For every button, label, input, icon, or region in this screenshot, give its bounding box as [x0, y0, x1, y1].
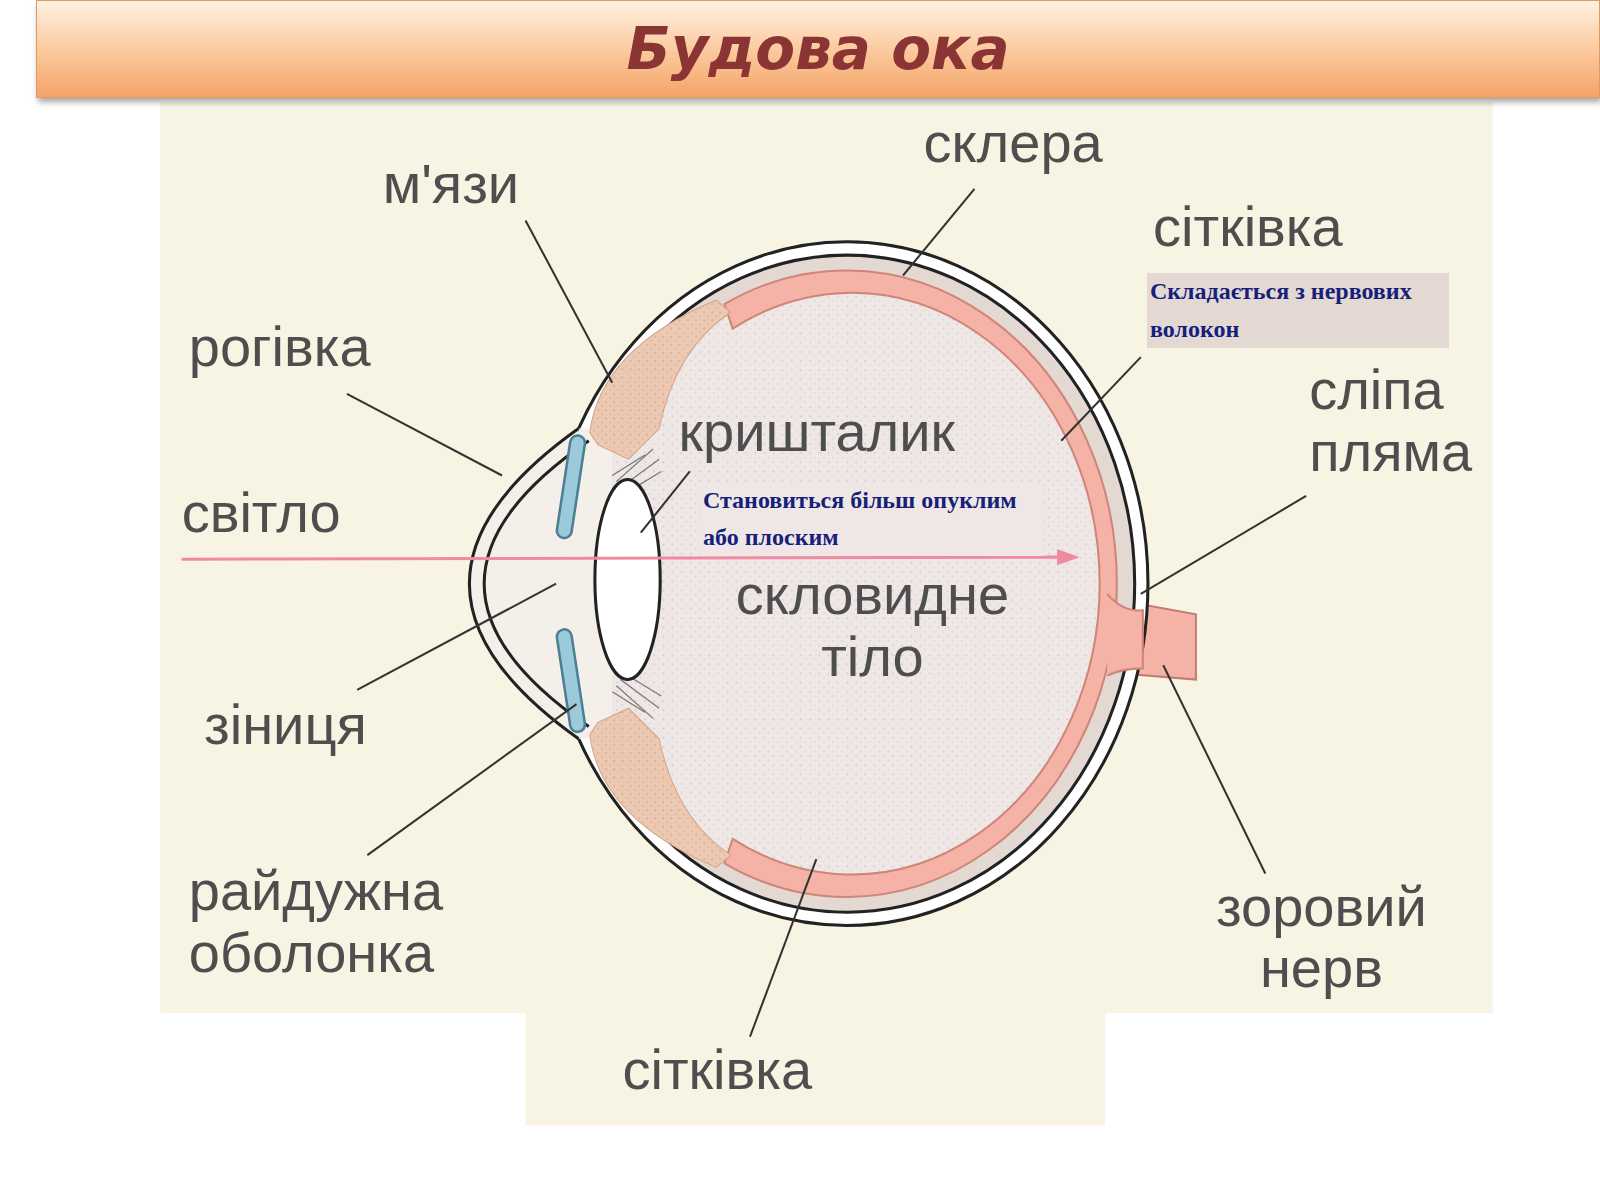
- arrow-head: [1057, 549, 1079, 565]
- part-label: склера: [923, 112, 1102, 174]
- paper-ground: [526, 1010, 1106, 1125]
- part-label: м'язи: [383, 153, 519, 215]
- part-label: зоровий нерв: [1184, 876, 1460, 999]
- iris: [564, 443, 577, 725]
- page-title: Будова ока: [37, 1, 1599, 97]
- part-label: кришталик: [679, 401, 955, 463]
- part-label: зіниця: [204, 694, 367, 756]
- part-label: скловидне тіло: [709, 564, 1036, 687]
- part-label: сітківка: [1153, 196, 1343, 258]
- part-label: райдужна оболонка: [189, 860, 495, 983]
- part-label: світло: [182, 482, 341, 544]
- part-label: рогівка: [189, 316, 371, 378]
- light-ray: [182, 557, 1062, 559]
- note-text: Становиться більш опуклим або плоским: [700, 482, 1043, 556]
- choroid: [559, 255, 1135, 912]
- anterior-chamber: [469, 429, 612, 739]
- part-label: сліпа пляма: [1309, 359, 1513, 482]
- part-label: сітківка: [622, 1039, 812, 1101]
- paper-ground: [160, 102, 1493, 1013]
- ciliary-muscle: [590, 708, 731, 867]
- note-text: Складається з нервових волокон: [1147, 273, 1449, 347]
- vitreous-body: [577, 270, 1118, 897]
- blind-spot: [1107, 594, 1143, 676]
- title-banner: Будова ока: [36, 0, 1600, 98]
- cornea: [469, 429, 578, 739]
- cornea: [484, 441, 589, 727]
- sclera: [546, 242, 1148, 926]
- lens: [595, 480, 660, 680]
